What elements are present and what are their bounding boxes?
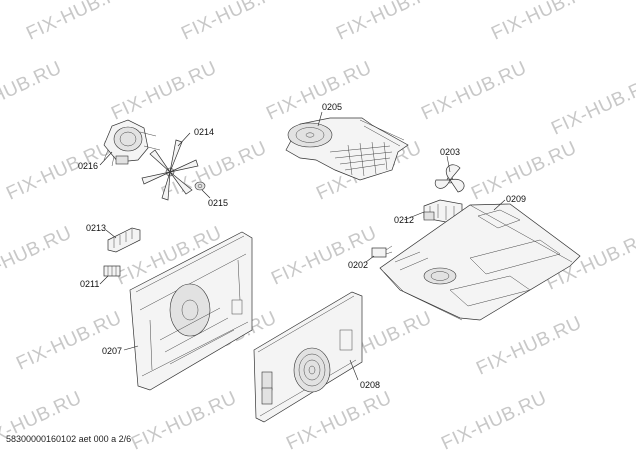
part-label-0216[interactable]: 0216 bbox=[78, 161, 98, 171]
part-label-0213[interactable]: 0213 bbox=[86, 223, 106, 233]
part-label-0205[interactable]: 0205 bbox=[322, 102, 342, 112]
part-label-0203[interactable]: 0203 bbox=[440, 147, 460, 157]
part-labels: 0205 0214 0216 0215 0203 0212 0209 0213 … bbox=[78, 102, 526, 390]
part-label-0211[interactable]: 0211 bbox=[80, 279, 99, 289]
watermark: FIX-HUB.RU bbox=[268, 222, 380, 289]
part-0213-terminal-block[interactable] bbox=[107, 227, 141, 253]
part-0202-thermostat[interactable] bbox=[371, 245, 393, 258]
watermark: FIX-HUB.RU bbox=[473, 312, 585, 379]
part-0215-fan-nut[interactable] bbox=[194, 181, 206, 191]
part-label-0209[interactable]: 0209 bbox=[506, 194, 526, 204]
watermark: FIX-HUB.RU bbox=[488, 0, 600, 45]
part-label-0212[interactable]: 0212 bbox=[394, 215, 414, 225]
part-0209-top-cover-plate[interactable] bbox=[379, 203, 581, 321]
part-label-0207[interactable]: 0207 bbox=[102, 346, 122, 356]
watermark: FIX-HUB.RU bbox=[13, 307, 125, 374]
watermark: FIX-HUB.RU bbox=[23, 0, 135, 45]
part-0214-convection-fan-blade[interactable] bbox=[141, 139, 199, 201]
part-0216-convection-fan-motor[interactable] bbox=[103, 119, 161, 167]
watermark: FIX-HUB.RU bbox=[333, 0, 445, 45]
watermark: FIX-HUB.RU bbox=[108, 57, 220, 124]
part-label-0202[interactable]: 0202 bbox=[348, 260, 368, 270]
part-label-0214[interactable]: 0214 bbox=[194, 127, 214, 137]
watermark: FIX-HUB.RU bbox=[0, 222, 75, 289]
part-0208-back-panel-cover[interactable] bbox=[253, 291, 363, 423]
part-label-0215[interactable]: 0215 bbox=[208, 198, 228, 208]
watermark: FIX-HUB.RU bbox=[128, 387, 240, 450]
part-0207-rear-wall-panel[interactable] bbox=[129, 231, 253, 391]
watermark: FIX-HUB.RU bbox=[438, 387, 550, 450]
watermark: FIX-HUB.RU bbox=[3, 137, 115, 204]
watermark: FIX-HUB.RU bbox=[178, 0, 290, 45]
watermark: FIX-HUB.RU bbox=[263, 57, 375, 124]
document-footer-code: 58300000160102 aet 000 a 2/6 bbox=[6, 434, 132, 444]
part-0211-connector[interactable] bbox=[103, 265, 121, 277]
watermark: FIX-HUB.RU bbox=[0, 57, 65, 124]
part-0205-cooling-fan-housing[interactable] bbox=[285, 117, 409, 181]
part-label-0208[interactable]: 0208 bbox=[360, 380, 380, 390]
leader-lines bbox=[99, 111, 506, 381]
watermark: FIX-HUB.RU bbox=[548, 72, 636, 139]
watermark: FIX-HUB.RU bbox=[418, 57, 530, 124]
